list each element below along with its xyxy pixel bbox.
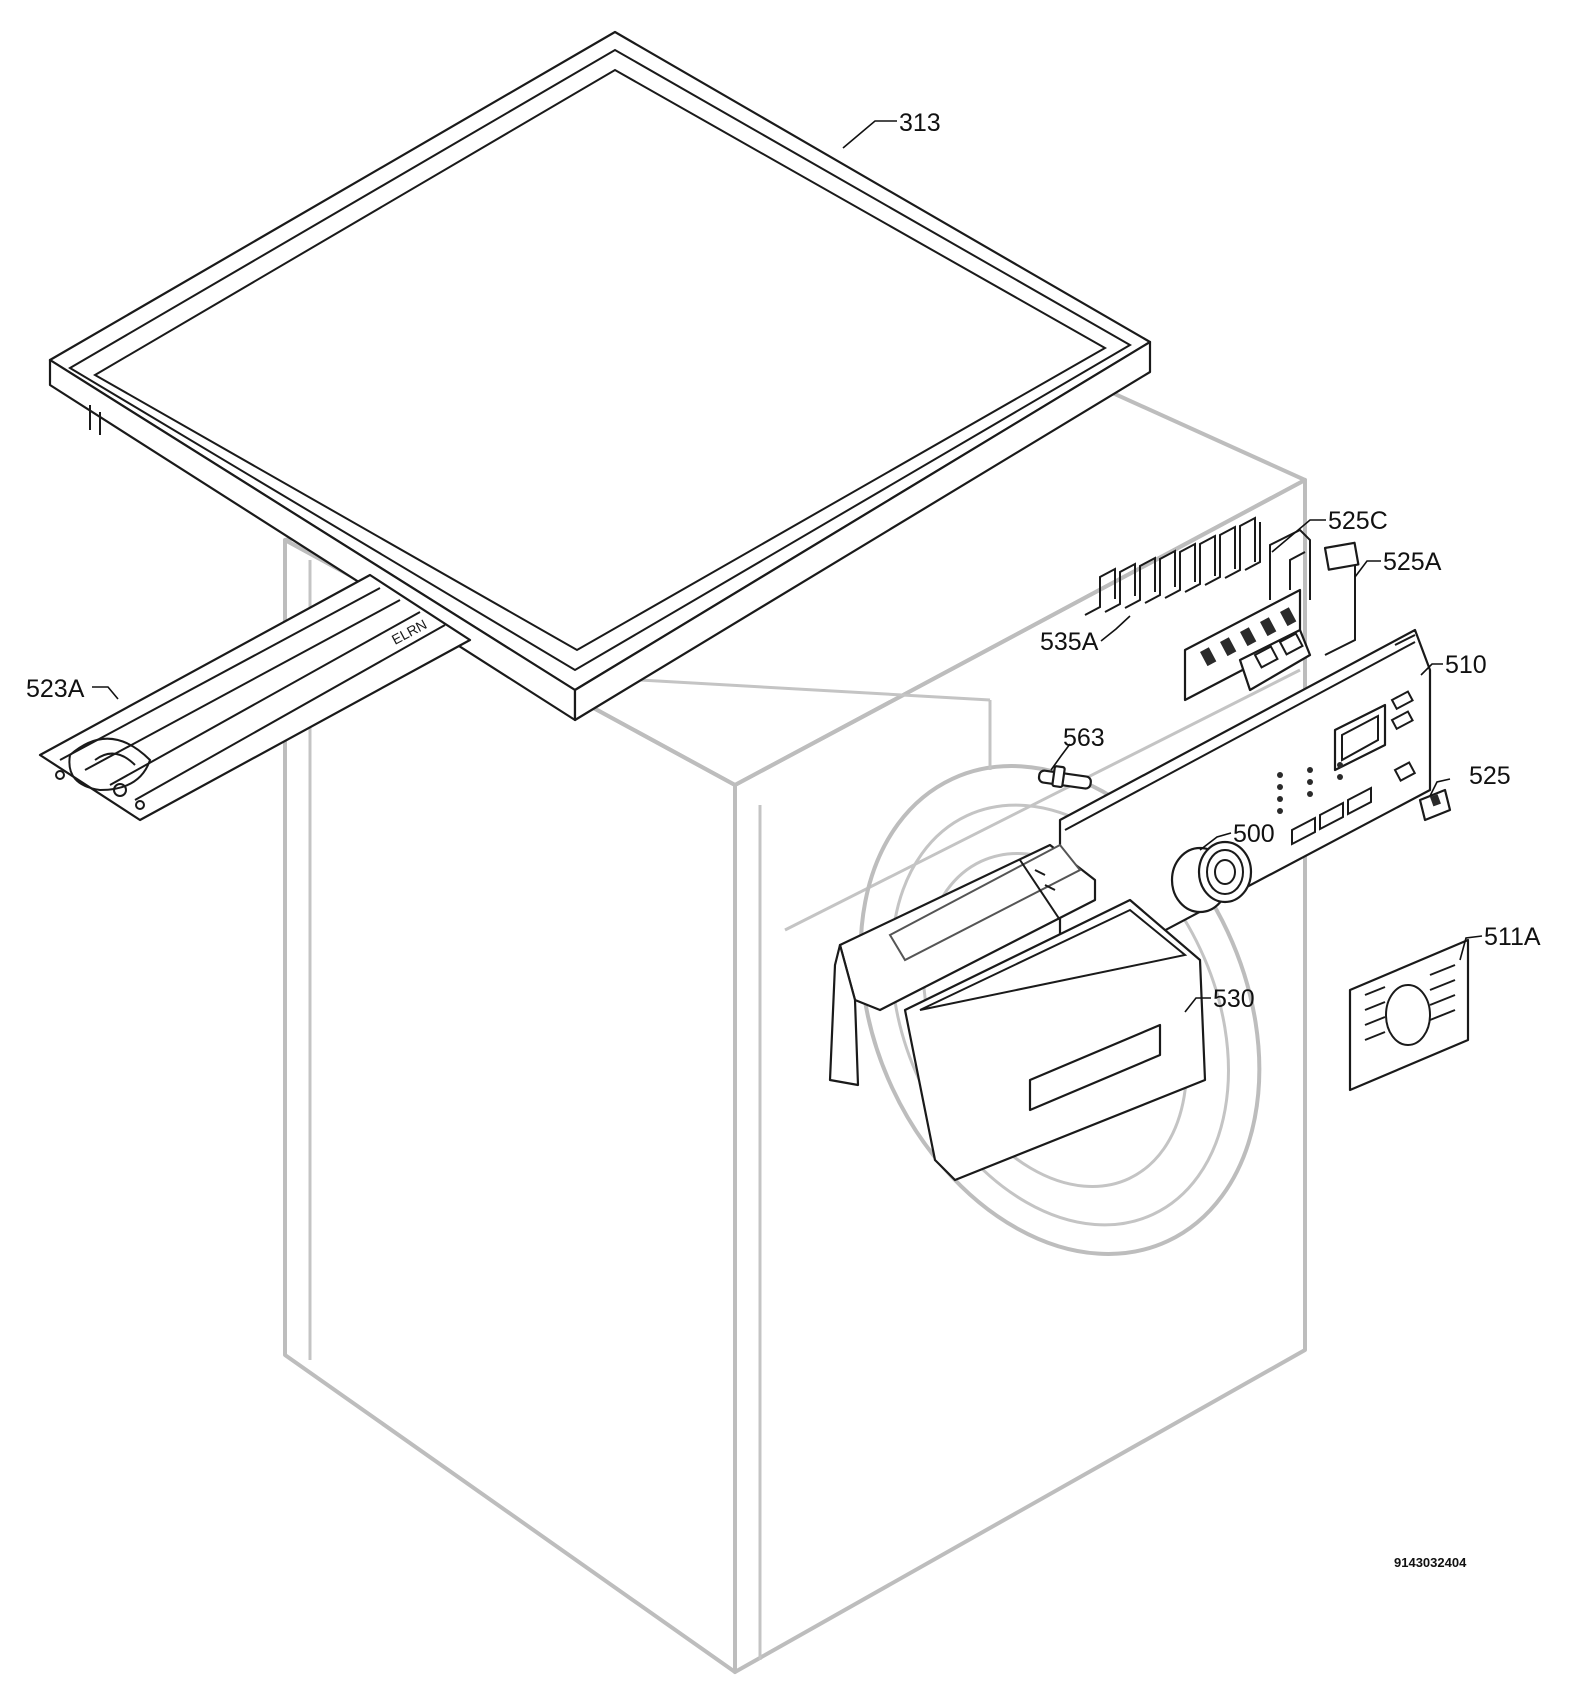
leader-523A [92, 686, 119, 700]
worktop-lid-part [48, 30, 1152, 722]
leader-313 [842, 120, 897, 149]
wiring-harness-part [1084, 516, 1261, 616]
callout-510: 510 [1445, 651, 1487, 679]
callout-530: 530 [1213, 985, 1255, 1013]
leader-lines [92, 120, 1483, 1013]
callout-523A: 523A [26, 675, 85, 703]
leader-525A [1354, 560, 1381, 578]
callout-313: 313 [899, 109, 941, 137]
leader-530 [1184, 997, 1211, 1013]
label-plate-part [1348, 938, 1470, 1092]
detergent-drawer-part [828, 843, 1207, 1182]
drawer-rail-part: ELRN [38, 573, 472, 822]
callout-525C: 525C [1328, 507, 1388, 535]
leader-510 [1420, 663, 1443, 676]
leader-511A [1459, 935, 1483, 961]
callout-500: 500 [1233, 820, 1275, 848]
leader-535A [1100, 615, 1131, 642]
callout-525: 525 [1469, 762, 1511, 790]
callout-labels: 313 525C 525A 535A 510 523A 563 525 500 … [26, 109, 1541, 1013]
switch-module-part [1238, 541, 1360, 692]
shaft-pin-part [1037, 765, 1092, 790]
small-switch-part [1418, 788, 1452, 822]
callout-563: 563 [1063, 724, 1105, 752]
leader-500 [1199, 832, 1232, 851]
leader-525C [1271, 519, 1326, 553]
callout-511A: 511A [1484, 923, 1541, 951]
document-number: 9143032404 [1394, 1555, 1467, 1570]
callout-525A: 525A [1383, 548, 1442, 576]
leader-525 [1429, 778, 1451, 797]
leader-563 [1050, 743, 1071, 771]
program-knob-part [1197, 840, 1253, 904]
callout-535A: 535A [1040, 628, 1099, 656]
